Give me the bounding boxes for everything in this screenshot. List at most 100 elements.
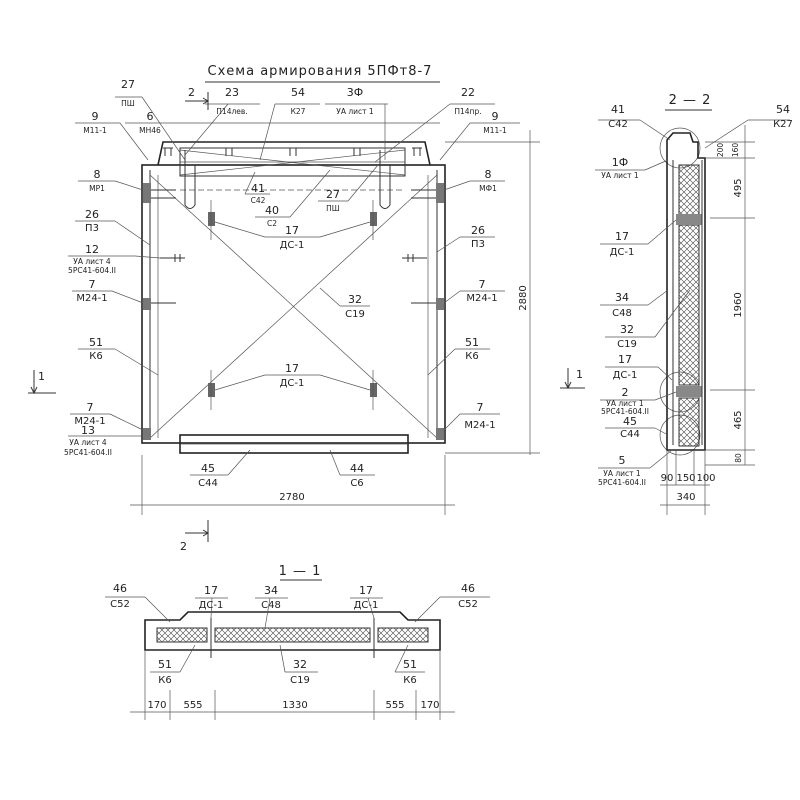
- callout-num: 46: [461, 582, 475, 595]
- callout-code: М24-1: [76, 293, 107, 304]
- drawing-title: Схема армирования 5ПФт8-7: [205, 64, 440, 83]
- callout-code: П3: [471, 239, 485, 250]
- dim-label: 200: [716, 143, 725, 158]
- section-2-2-callouts: 41 С42 54 К27 1Ф УА лист 1 17 ДС-1 34 С4…: [598, 103, 793, 487]
- callout-code: М11-1: [83, 126, 107, 135]
- main-dimensions: 2780 2880: [130, 130, 540, 515]
- callout-num: 23: [225, 86, 239, 99]
- callout-num: 51: [403, 658, 417, 671]
- callout-code: К6: [158, 675, 171, 686]
- callout-code: П14лев.: [216, 107, 247, 116]
- section-2-2: 2 — 2 41 С42 54: [560, 93, 793, 515]
- callout-num: 51: [89, 336, 103, 349]
- section-1-1-dims: 170 555 1330 555 170: [147, 700, 439, 711]
- callout-num: 54: [776, 103, 790, 116]
- dim-width: 2780: [279, 492, 304, 503]
- callout-code: С2: [267, 219, 277, 228]
- callout-num: 26: [471, 224, 485, 237]
- section-mark-1: 1: [38, 370, 45, 383]
- callout-num: 32: [348, 293, 362, 306]
- section-2-2-title: 2 — 2: [669, 93, 712, 108]
- callout-code: МН46: [139, 126, 161, 135]
- callout-code: С6: [350, 478, 363, 489]
- callout-code: С52: [110, 599, 130, 610]
- callout-num: 34: [615, 291, 629, 304]
- callout-code: С44: [198, 478, 218, 489]
- callout-code: С19: [345, 309, 365, 320]
- callout-code: К6: [403, 675, 416, 686]
- callout-num: 12: [85, 243, 99, 256]
- callout-code: УА лист 1: [603, 469, 641, 478]
- callout-code: С48: [612, 308, 632, 319]
- callout-code: С44: [620, 429, 640, 440]
- dim-label: 1960: [733, 292, 744, 317]
- dim-label: 465: [733, 410, 744, 429]
- main-view: 27 ПШ 23 П14лев. 54 К27 3Ф УА лист 1 22 …: [28, 78, 540, 553]
- callout-code: К6: [89, 351, 102, 362]
- callout-num: 41: [611, 103, 625, 116]
- dim-label: 80: [734, 453, 743, 463]
- lifting-tabs: [163, 147, 422, 156]
- dim-label: 170: [420, 700, 439, 711]
- dim-height: 2880: [518, 285, 529, 310]
- dim-label: 90: [661, 473, 674, 484]
- callout-num: 44: [350, 462, 364, 475]
- callout-code: С52: [458, 599, 478, 610]
- callout-num: 17: [204, 584, 218, 597]
- callout-num: 45: [623, 415, 637, 428]
- callout-code: С42: [608, 119, 628, 130]
- section-1-1: 1 — 1 46 С52 17 ДС-1 34 С48 17 Д: [105, 564, 490, 720]
- callout-code: УА лист 4: [69, 438, 107, 447]
- dim-label: 555: [183, 700, 202, 711]
- callout-num: 7: [477, 401, 484, 414]
- callout-num: 6: [147, 110, 154, 123]
- callout-code: С48: [261, 600, 281, 611]
- callout-code: ДС-1: [280, 378, 305, 389]
- callout-code: К27: [291, 107, 306, 116]
- callout-num: 32: [293, 658, 307, 671]
- section-mark-1-right: 1: [560, 368, 585, 390]
- dim-label: 170: [147, 700, 166, 711]
- callout-code: П14пр.: [454, 107, 481, 116]
- callout-num: 8: [485, 168, 492, 181]
- callout-num: 3Ф: [347, 86, 363, 99]
- callout-code: УА лист 1: [606, 399, 644, 408]
- callout-code: К6: [465, 351, 478, 362]
- callout-code: П3: [85, 223, 99, 234]
- callout-code: ДС-1: [354, 600, 379, 611]
- callout-num: 1Ф: [612, 156, 628, 169]
- callout-code: ДС-1: [280, 240, 305, 251]
- callout-num: 7: [89, 278, 96, 291]
- callout-num: 46: [113, 582, 127, 595]
- callout-code: УА лист 1: [336, 107, 374, 116]
- callout-num: 27: [326, 188, 340, 201]
- callout-num: 17: [285, 224, 299, 237]
- callout-code: ПШ: [326, 204, 340, 213]
- callout-num: 54: [291, 86, 305, 99]
- callout-code: МР1: [89, 184, 105, 193]
- callout-code: М11-1: [483, 126, 507, 135]
- callout-num: 34: [264, 584, 278, 597]
- section-mark-2-bottom: 2: [180, 540, 187, 553]
- callout-num: 22: [461, 86, 475, 99]
- callout-code: М24-1: [466, 293, 497, 304]
- dim-label: 150: [676, 473, 695, 484]
- callout-num: 7: [479, 278, 486, 291]
- main-callouts: 27 ПШ 23 П14лев. 54 К27 3Ф УА лист 1 22 …: [64, 78, 507, 489]
- callout-code: С42: [251, 196, 266, 205]
- callout-code: М24-1: [464, 420, 495, 431]
- callout-code: 5РС41-604.II: [598, 478, 646, 487]
- callout-num: 40: [265, 204, 279, 217]
- dim-label: 100: [696, 473, 715, 484]
- svg-text:Схема армирования 5ПФт8-7: Схема армирования 5ПФт8-7: [208, 64, 433, 79]
- callout-code: ДС-1: [610, 247, 635, 258]
- section-marks: 2 2 1: [28, 86, 209, 553]
- callout-num: 27: [121, 78, 135, 91]
- callout-code: МФ1: [479, 184, 497, 193]
- callout-num: 7: [87, 401, 94, 414]
- callout-code: К27: [773, 119, 793, 130]
- callout-num: 5: [619, 454, 626, 467]
- callout-num: 17: [615, 230, 629, 243]
- callout-code: 5РС41-604.II: [68, 266, 116, 275]
